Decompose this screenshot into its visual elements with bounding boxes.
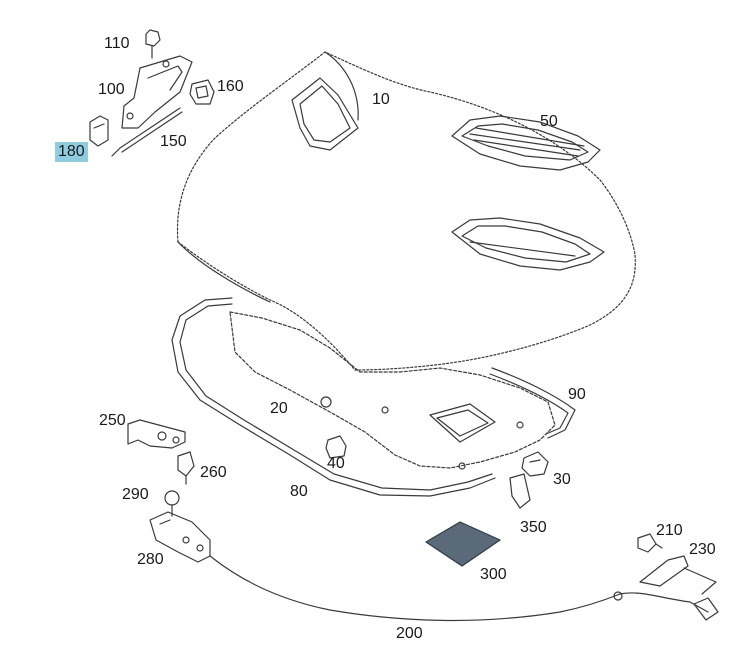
callout-80: 80	[290, 483, 308, 500]
callout-200: 200	[396, 625, 423, 642]
hood-insulation	[229, 311, 556, 470]
hood-seal	[171, 297, 496, 497]
callout-50: 50	[540, 113, 558, 130]
callout-180-highlighted: 180	[55, 142, 88, 162]
callout-210: 210	[656, 522, 683, 539]
callout-300: 300	[480, 566, 507, 583]
callout-30: 30	[553, 471, 571, 488]
callout-230: 230	[689, 541, 716, 558]
callout-100: 100	[98, 81, 125, 98]
bracket-180	[89, 115, 109, 147]
clip-160	[189, 79, 215, 105]
release-cable	[209, 555, 709, 622]
clip-210	[637, 533, 663, 553]
latch-bracket	[127, 419, 186, 449]
bolt-110	[145, 29, 161, 59]
buffer-40	[325, 435, 347, 459]
bolt-260	[177, 451, 195, 485]
callout-150: 150	[160, 133, 187, 150]
callout-280: 280	[137, 551, 164, 568]
callout-110: 110	[104, 35, 130, 52]
callout-350: 350	[520, 519, 547, 536]
clip-30	[521, 451, 549, 477]
hood-prop-rod	[111, 107, 183, 157]
release-handle	[639, 555, 719, 621]
callout-290: 290	[122, 486, 149, 503]
callout-160: 160	[217, 78, 244, 95]
insulation-pad-300	[425, 521, 501, 567]
hood-panel	[176, 51, 636, 371]
callout-10: 10	[372, 91, 390, 108]
hood-hinge	[121, 55, 193, 129]
callout-260: 260	[200, 464, 227, 481]
hood-strip	[489, 367, 576, 439]
callout-90: 90	[568, 386, 586, 403]
callout-20: 20	[270, 400, 288, 417]
vent-grille	[451, 115, 601, 171]
clip-350	[509, 473, 531, 509]
callout-40: 40	[327, 455, 345, 472]
callout-250: 250	[99, 412, 126, 429]
